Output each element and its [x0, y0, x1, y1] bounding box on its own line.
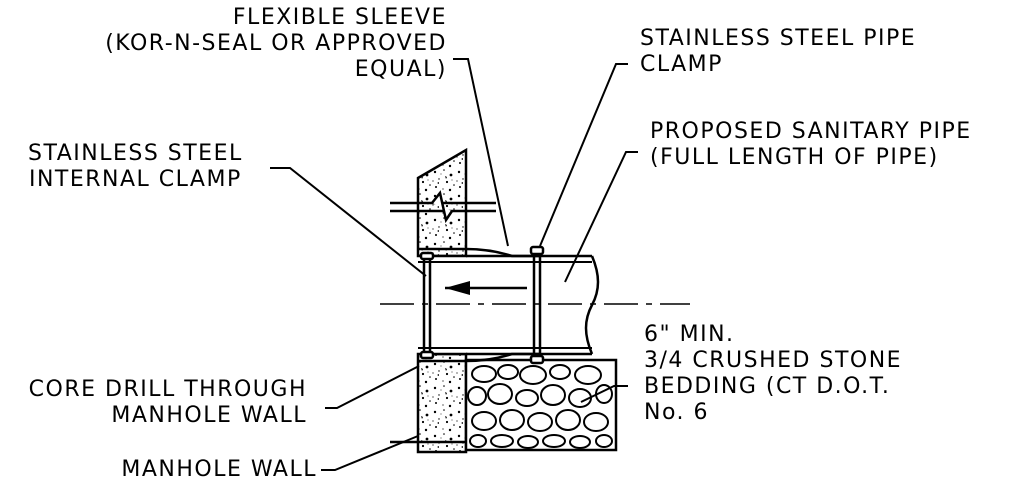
- bedding-stone: [574, 365, 602, 385]
- bedding-stone: [542, 434, 566, 448]
- bedding-stone: [555, 409, 581, 431]
- bedding-stone: [487, 383, 513, 405]
- leader-lines: [270, 58, 638, 471]
- bedding-stone: [471, 411, 497, 431]
- sanitary-pipe: [380, 247, 690, 363]
- pipe-break-symbol: [584, 255, 600, 355]
- bedding-stone: [517, 435, 539, 449]
- core-drill-opening: [418, 256, 466, 354]
- bedding-stone: [569, 435, 591, 449]
- flexible-sleeve-bottom: [418, 352, 540, 363]
- bedding-stone: [595, 434, 613, 448]
- bedding-stone: [515, 389, 539, 407]
- label-manhole-wall: MANHOLE WALL: [121, 457, 317, 482]
- bedding-stone: [467, 386, 487, 406]
- label-proposed-sanitary-pipe: PROPOSED SANITARY PIPE (FULL LENGTH OF P…: [650, 119, 972, 170]
- leader-bedding: [580, 385, 628, 403]
- leader-pipe-clamp: [539, 63, 628, 247]
- wall-lower-section: [416, 352, 468, 454]
- leader-core-drill: [325, 365, 420, 409]
- crushed-stone-bedding: [464, 358, 618, 452]
- bedding-stone: [540, 384, 566, 406]
- wall-break-symbol: [431, 190, 454, 224]
- label-internal-clamp: STAINLESS STEEL INTERNAL CLAMP: [28, 141, 243, 192]
- bedding-stone: [499, 409, 525, 431]
- flow-arrow: [445, 281, 527, 295]
- label-flexible-sleeve: FLEXIBLE SLEEVE (KOR-N-SEAL OR APPROVED …: [105, 5, 447, 82]
- leader-proposed-pipe: [564, 151, 638, 283]
- bedding-stone: [549, 364, 571, 380]
- bedding-stone: [583, 412, 609, 432]
- bedding-stone: [469, 434, 487, 448]
- label-bedding: 6" MIN. 3/4 CRUSHED STONE BEDDING (CT D.…: [644, 322, 903, 425]
- leader-internal-clamp: [270, 167, 427, 277]
- bedding-stone: [519, 365, 547, 385]
- bedding-stone: [497, 364, 519, 380]
- leader-flexible-sleeve: [453, 58, 509, 247]
- bedding-stone: [527, 412, 553, 432]
- leader-manhole-wall: [321, 435, 419, 471]
- bedding-stone: [490, 434, 514, 448]
- manhole-wall: [390, 147, 496, 454]
- pipe-clamp: [529, 245, 545, 365]
- bedding-stone: [471, 365, 497, 383]
- label-stainless-pipe-clamp: STAINLESS STEEL PIPE CLAMP: [640, 26, 917, 77]
- label-core-drill: CORE DRILL THROUGH MANHOLE WALL: [28, 377, 307, 428]
